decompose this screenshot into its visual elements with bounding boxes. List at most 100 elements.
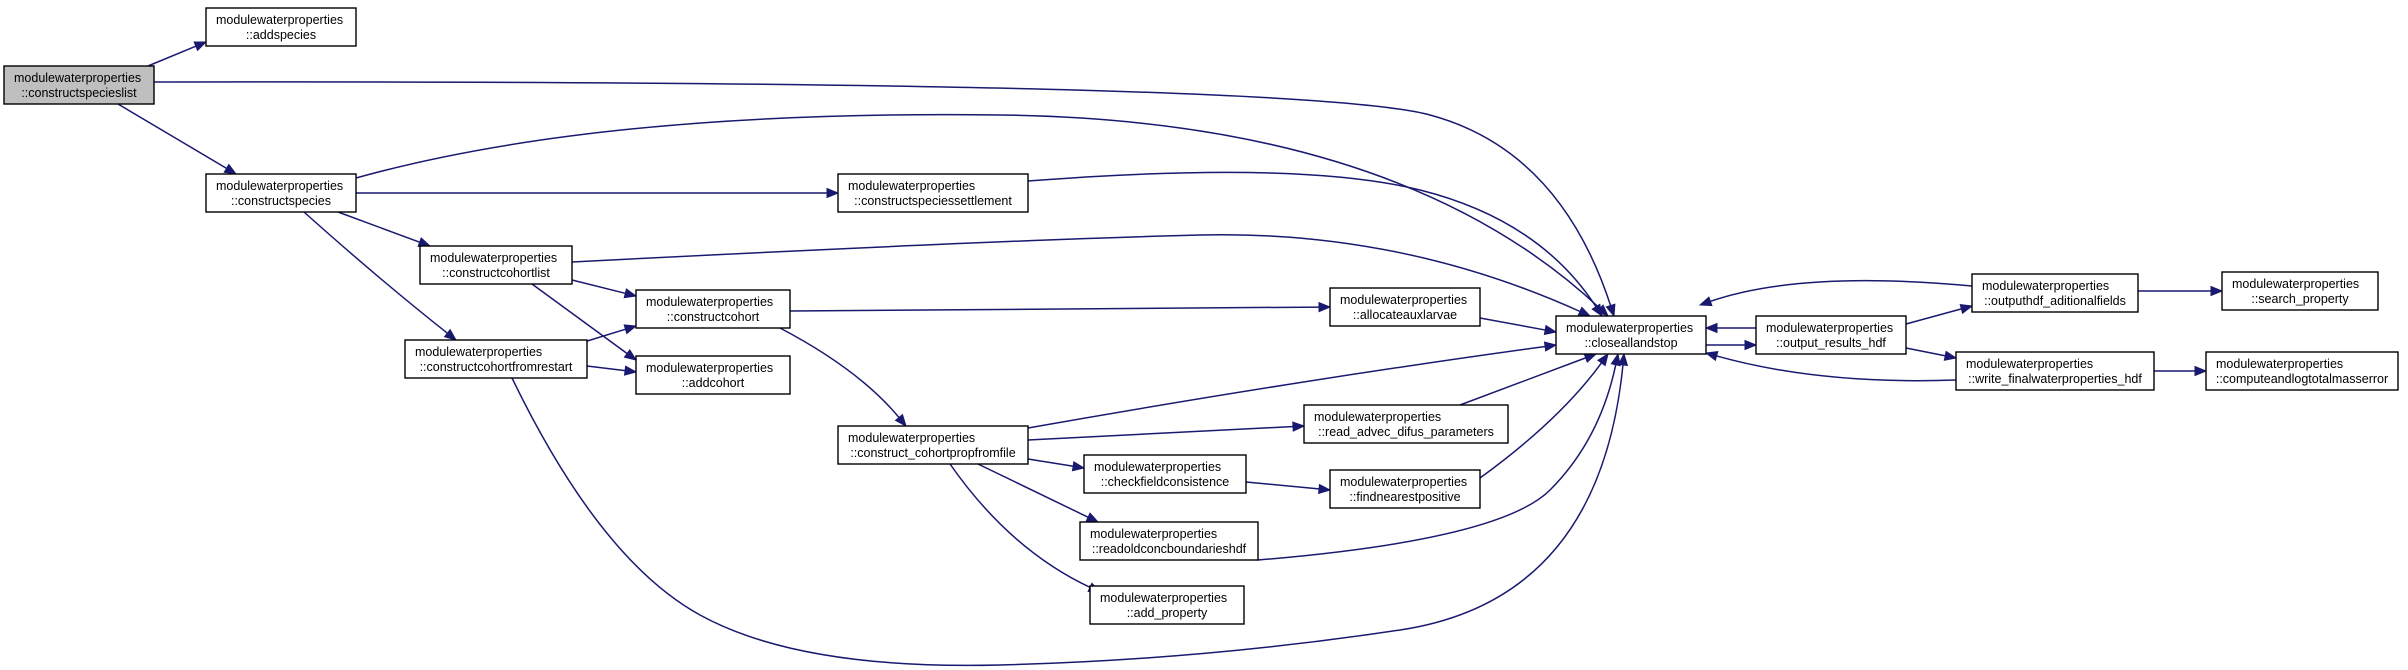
node-function-label: ::constructspeciessettlement bbox=[854, 194, 1012, 208]
node-function-label: ::addspecies bbox=[246, 28, 316, 42]
node-box bbox=[1303, 404, 1509, 444]
arrowhead bbox=[894, 413, 907, 428]
node-box bbox=[419, 245, 573, 285]
edge-construct-cohortpropfromfile-to-closeallandstop bbox=[1027, 341, 1558, 429]
node-constructspeciessettlement[interactable]: modulewaterproperties::constructspeciess… bbox=[837, 173, 1029, 213]
node-function-label: ::construct_cohortpropfromfile bbox=[850, 446, 1015, 460]
node-function-label: ::constructspecies bbox=[231, 194, 331, 208]
node-function-label: ::addcohort bbox=[682, 376, 745, 390]
edge-line bbox=[1459, 356, 1587, 406]
edge-line bbox=[1027, 171, 1598, 309]
edge-line bbox=[1027, 345, 1547, 429]
node-box bbox=[1083, 454, 1247, 494]
edge-output-results-hdf-to-write-finalwaterproperties-hdf bbox=[1905, 347, 1958, 361]
edge-line bbox=[571, 233, 1582, 313]
edge-line bbox=[1479, 361, 1603, 479]
edge-constructspecieslist-to-closeallandstop bbox=[153, 81, 1616, 318]
edge-readoldconcboundarieshdf-to-closeallandstop bbox=[1257, 352, 1621, 561]
edge-constructspecies-to-constructcohortfromrestart bbox=[303, 211, 458, 341]
node-allocateauxlarvae[interactable]: modulewaterproperties::allocateauxlarvae bbox=[1329, 287, 1481, 327]
node-constructcohortlist[interactable]: modulewaterproperties::constructcohortli… bbox=[419, 245, 573, 285]
node-add-property[interactable]: modulewaterproperties::add_property bbox=[1089, 585, 1245, 625]
edge-line bbox=[789, 306, 1321, 312]
node-module-label: modulewaterproperties bbox=[1982, 279, 2109, 293]
edge-write-finalwaterproperties-hdf-to-closeallandstop bbox=[1704, 351, 1957, 382]
arrowhead bbox=[1704, 322, 1718, 334]
node-read-advec-difus-parameters[interactable]: modulewaterproperties::read_advec_difus_… bbox=[1303, 404, 1509, 444]
edge-construct-cohortpropfromfile-to-read-advec-difus-parameters bbox=[1027, 421, 1306, 441]
arrowhead bbox=[1543, 324, 1558, 336]
node-function-label: ::checkfieldconsistence bbox=[1101, 475, 1230, 489]
node-function-label: ::computeandlogtotalmasserror bbox=[2216, 372, 2388, 386]
edge-constructspecies-to-constructspeciessettlement bbox=[356, 187, 840, 199]
node-module-label: modulewaterproperties bbox=[1340, 475, 1467, 489]
edge-line bbox=[531, 283, 629, 355]
node-output-results-hdf[interactable]: modulewaterproperties::output_results_hd… bbox=[1755, 315, 1907, 355]
edge-line bbox=[355, 113, 1602, 310]
node-function-label: ::constructcohort bbox=[667, 310, 760, 324]
edge-constructcohortfromrestart-to-constructcohort bbox=[583, 324, 638, 343]
edge-line bbox=[977, 463, 1090, 519]
edge-construct-cohortpropfromfile-to-add-property bbox=[949, 463, 1102, 593]
edge-closeallandstop-to-output-results-hdf bbox=[1706, 339, 1758, 351]
node-closeallandstop[interactable]: modulewaterproperties::closeallandstop bbox=[1555, 315, 1707, 355]
node-addcohort[interactable]: modulewaterproperties::addcohort bbox=[635, 355, 791, 395]
arrowhead bbox=[1318, 483, 1332, 495]
edge-constructcohort-to-construct-cohortpropfromfile bbox=[779, 327, 907, 428]
edge-constructspecies-to-closeallandstop bbox=[355, 113, 1609, 317]
arrowhead bbox=[1943, 350, 1958, 361]
node-readoldconcboundarieshdf[interactable]: modulewaterproperties::readoldconcbounda… bbox=[1079, 521, 1259, 561]
edge-constructspecieslist-to-addspecies bbox=[147, 41, 208, 67]
node-constructcohort[interactable]: modulewaterproperties::constructcohort bbox=[635, 289, 791, 329]
arrowhead bbox=[1543, 341, 1558, 352]
node-function-label: ::search_property bbox=[2251, 292, 2349, 306]
edge-line bbox=[779, 327, 901, 419]
edge-line bbox=[147, 45, 198, 67]
edge-line bbox=[511, 363, 1624, 667]
edge-constructspeciessettlement-to-closeallandstop bbox=[1027, 171, 1603, 318]
node-box bbox=[1955, 351, 2155, 391]
node-box bbox=[1079, 521, 1259, 561]
node-findnearestpositive[interactable]: modulewaterproperties::findnearestpositi… bbox=[1329, 469, 1481, 509]
node-box bbox=[837, 173, 1029, 213]
node-module-label: modulewaterproperties bbox=[1094, 460, 1221, 474]
node-box bbox=[1555, 315, 1707, 355]
node-function-label: ::write_finalwaterproperties_hdf bbox=[1968, 372, 2142, 386]
node-box bbox=[404, 339, 588, 379]
node-addspecies[interactable]: modulewaterproperties::addspecies bbox=[205, 7, 357, 47]
node-checkfieldconsistence[interactable]: modulewaterproperties::checkfieldconsist… bbox=[1083, 454, 1247, 494]
node-module-label: modulewaterproperties bbox=[430, 251, 557, 265]
node-constructspecieslist[interactable]: modulewaterproperties::constructspeciesl… bbox=[3, 65, 155, 105]
arrowhead bbox=[623, 348, 638, 361]
arrowhead bbox=[1071, 460, 1086, 472]
edge-line bbox=[1715, 354, 1957, 382]
edge-line bbox=[1027, 458, 1075, 468]
node-function-label: ::allocateauxlarvae bbox=[1353, 308, 1457, 322]
arrowhead bbox=[1596, 352, 1609, 367]
edge-outputhdf-aditionalfields-to-search-property bbox=[2138, 285, 2224, 297]
nodes-layer: modulewaterproperties::constructspeciesl… bbox=[3, 7, 2399, 625]
edge-constructcohortlist-to-addcohort bbox=[531, 283, 638, 361]
arrowhead bbox=[1610, 352, 1621, 367]
edge-line bbox=[1479, 317, 1547, 331]
node-constructcohortfromrestart[interactable]: modulewaterproperties::constructcohortfr… bbox=[404, 339, 588, 379]
arrowhead bbox=[1605, 303, 1616, 318]
arrowhead bbox=[826, 187, 840, 199]
node-search-property[interactable]: modulewaterproperties::search_property bbox=[2221, 271, 2379, 311]
edge-constructcohortfromrestart-to-closeallandstop bbox=[511, 352, 1629, 667]
edge-constructspecieslist-to-constructspecies bbox=[117, 103, 238, 175]
node-constructspecies[interactable]: modulewaterproperties::constructspecies bbox=[205, 173, 357, 213]
edge-construct-cohortpropfromfile-to-readoldconcboundarieshdf bbox=[977, 463, 1100, 523]
node-write-finalwaterproperties-hdf[interactable]: modulewaterproperties::write_finalwaterp… bbox=[1955, 351, 2155, 391]
node-outputhdf-aditionalfields[interactable]: modulewaterproperties::outputhdf_adition… bbox=[1971, 273, 2139, 313]
node-computeandlogtotalmasserror[interactable]: modulewaterproperties::computeandlogtota… bbox=[2205, 351, 2399, 391]
edge-line bbox=[1257, 363, 1617, 561]
arrowhead bbox=[443, 328, 458, 341]
arrowhead bbox=[1292, 421, 1306, 432]
node-construct-cohortpropfromfile[interactable]: modulewaterproperties::construct_cohortp… bbox=[837, 425, 1029, 465]
node-module-label: modulewaterproperties bbox=[1090, 527, 1217, 541]
arrowhead bbox=[223, 163, 238, 175]
node-function-label: ::constructcohortfromrestart bbox=[420, 360, 573, 374]
edge-line bbox=[1027, 425, 1295, 441]
node-module-label: modulewaterproperties bbox=[646, 361, 773, 375]
